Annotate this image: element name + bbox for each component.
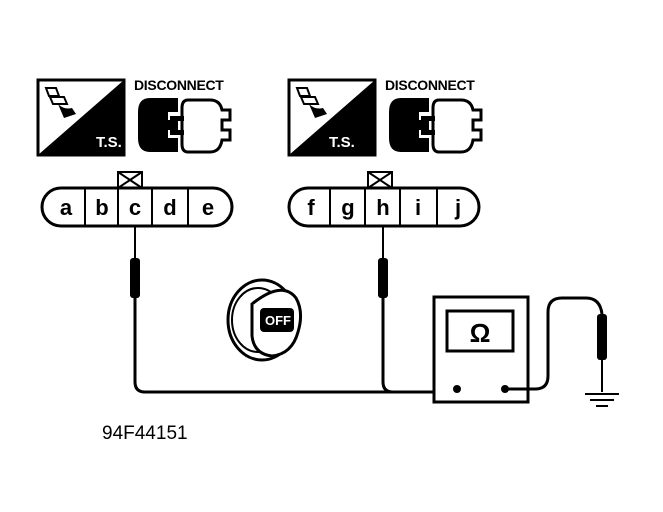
ts-label: T.S. — [329, 134, 355, 151]
connector-left: a b c d e — [40, 171, 234, 228]
pin-h: h — [376, 195, 389, 220]
pin-j: j — [454, 195, 461, 220]
pin-f: f — [307, 195, 315, 220]
ignition-key-icon: OFF — [226, 278, 303, 362]
ignition-off-label: OFF — [265, 313, 291, 328]
ts-icon-left: T.S. — [36, 78, 126, 157]
pin-g: g — [341, 195, 354, 220]
ground-lead — [505, 296, 604, 391]
disconnect-label: DISCONNECT — [134, 77, 224, 93]
test-lead-right — [381, 298, 394, 394]
ts-icon-right: T.S. — [287, 78, 377, 157]
disconnect-label: DISCONNECT — [385, 77, 475, 93]
probe-ground — [597, 314, 607, 392]
pin-b: b — [95, 195, 108, 220]
pin-c: c — [129, 195, 141, 220]
pin-e: e — [202, 195, 214, 220]
ts-label: T.S. — [96, 134, 122, 151]
ground-icon — [585, 393, 619, 407]
pin-i: i — [415, 195, 421, 220]
pin-d: d — [163, 195, 176, 220]
test-lead-left — [133, 298, 455, 394]
disconnect-icon — [138, 98, 232, 154]
probe-left — [130, 226, 140, 298]
figure-id: 94F44151 — [102, 423, 188, 444]
ohmmeter-icon: Ω — [432, 295, 530, 404]
disconnect-icon — [389, 98, 483, 154]
connector-right: f g h i j — [287, 171, 481, 228]
probe-right — [378, 226, 388, 298]
pin-a: a — [60, 195, 73, 220]
ohm-symbol: Ω — [470, 318, 491, 348]
